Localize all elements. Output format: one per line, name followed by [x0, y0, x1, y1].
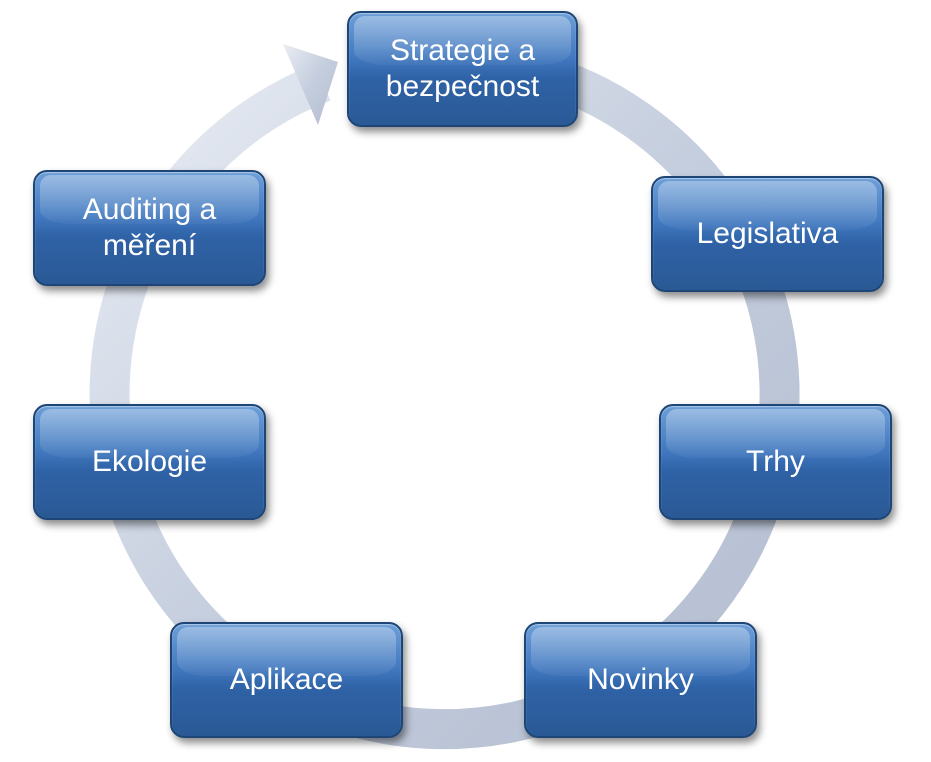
node-aplikace: Aplikace [170, 622, 403, 738]
node-trhy: Trhy [659, 404, 892, 520]
node-strategie-a-bezpecnost: Strategie a bezpečnost [347, 11, 578, 127]
node-label: Aplikace [229, 663, 344, 696]
node-label: Ekologie [91, 445, 208, 478]
node-label: Strategie a bezpečnost [385, 34, 540, 103]
cycle-arrowhead [283, 44, 338, 125]
node-label: Trhy [746, 445, 805, 478]
node-legislativa: Legislativa [651, 176, 884, 292]
node-label: Legislativa [696, 217, 839, 250]
node-label: Auditing a měření [82, 193, 217, 262]
node-ekologie: Ekologie [33, 404, 266, 520]
node-label: Novinky [587, 663, 694, 696]
node-auditing-a-mereni: Auditing a měření [33, 170, 266, 286]
node-novinky: Novinky [524, 622, 757, 738]
